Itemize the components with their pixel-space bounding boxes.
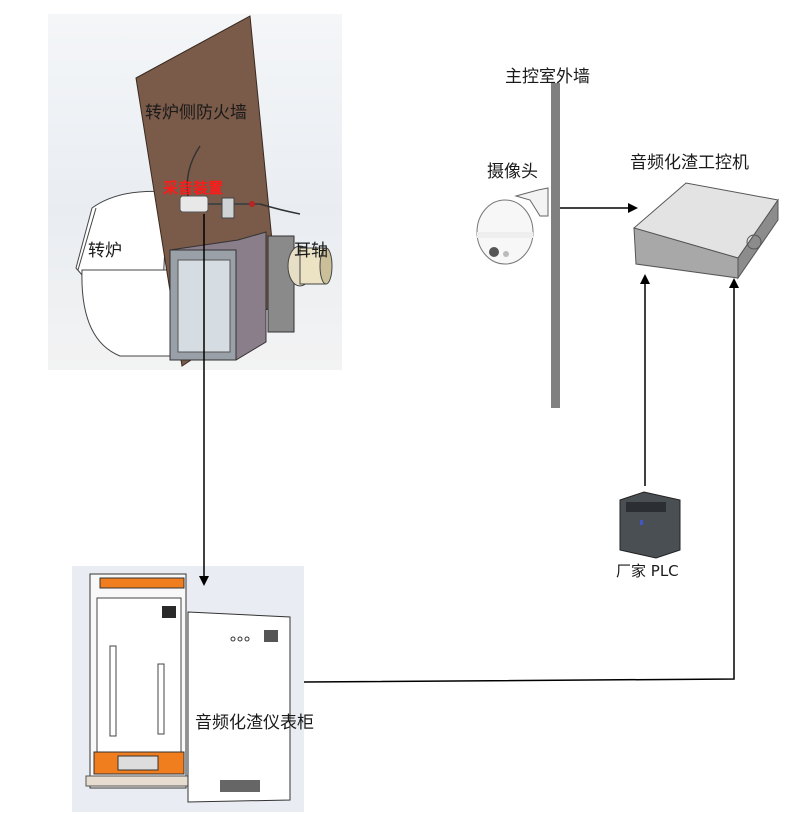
control-room-wall [551,83,560,408]
plc-label: 厂家 PLC [616,562,679,580]
instrument-cabinet-icon [72,566,304,812]
plc-icon [619,491,681,559]
converter-icon [75,190,183,357]
camera-label: 摄像头 [487,162,538,182]
sound-device-label: 采音装置 [163,179,224,197]
sound-device-icon [179,145,301,219]
camera-icon [476,187,549,265]
converter-label: 转炉 [88,241,122,261]
connector-cabinet-to-ipc [303,278,739,683]
firewall-label: 转炉侧防火墙 [145,103,247,123]
wall-label: 主控室外墙 [505,67,590,87]
trunnion-label: 耳轴 [294,241,328,261]
trunnion-icon [267,235,333,333]
instrument-cabinet-label: 音频化渣仪表柜 [195,713,314,733]
ipc-label: 音频化渣工控机 [630,153,749,173]
ipc-icon [632,182,779,280]
wall-cabinet-icon [169,231,267,361]
